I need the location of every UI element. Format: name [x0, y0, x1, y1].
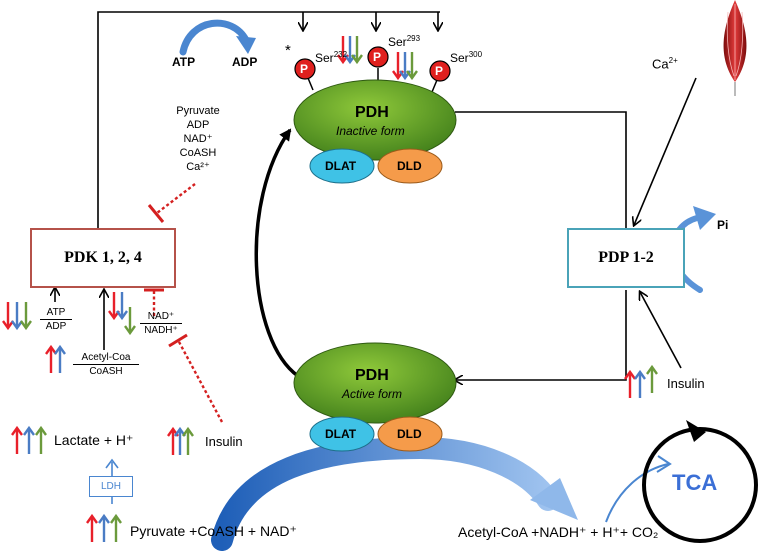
down-arrow-red: [2, 302, 14, 331]
up-arrow-blue: [54, 344, 66, 373]
atp-adp-arrowhead: [236, 36, 256, 54]
nad-nadh-ratio: NAD⁺NADH⁺: [140, 310, 182, 337]
pi-label: Pi: [717, 218, 729, 232]
phospho-label-232: P: [300, 62, 309, 76]
up-arrow-red: [624, 369, 636, 398]
inhibitor-adp: ADP: [186, 119, 210, 131]
dlat-active-ellipse: [309, 416, 375, 452]
ldh-box: LDH: [89, 476, 133, 497]
pdk-activation-arrows: [55, 288, 104, 350]
dld-inactive-ellipse: [377, 148, 443, 184]
ser293-label: Ser293: [388, 34, 421, 49]
up-arrow-blue: [634, 369, 646, 398]
down-arrow-green: [351, 36, 363, 65]
pdp-box: PDP 1-2: [567, 228, 685, 288]
up-arrow-green: [646, 364, 658, 393]
pdh-active-subtitle: Active form: [342, 387, 403, 401]
products-label: Acetyl-CoA +NADH⁺ + H⁺+ CO₂: [458, 524, 659, 540]
pdh-inactive-title: PDH: [355, 104, 389, 121]
products-to-tca-arrowhead: [656, 455, 672, 473]
pdp-label: PDP 1-2: [598, 249, 654, 266]
down-arrow-blue: [11, 302, 23, 331]
up-arrow-red: [11, 425, 23, 454]
lactate-label: Lactate + H⁺: [54, 432, 134, 448]
pdh-active-ellipse: [293, 342, 457, 424]
atp-adp-ratio-regulation: [2, 302, 32, 331]
up-arrow-blue: [23, 425, 35, 454]
dld-active-ellipse: [377, 416, 443, 452]
tca-circle-arrowhead: [686, 420, 706, 442]
inhibition-bars: [144, 204, 188, 348]
pdk-box: PDK 1, 2, 4: [30, 228, 176, 288]
products-to-tca-arrow: [605, 463, 669, 523]
down-arrow-red: [108, 292, 120, 321]
pdk-inhibition-lines: [152, 183, 224, 423]
down-arrow-green: [406, 52, 418, 81]
adp-top-label: ADP: [232, 55, 258, 69]
inhibitor-coash: CoASH: [179, 147, 217, 159]
nad-ratio-regulation: [108, 292, 136, 336]
activation-curved-arrow: [254, 128, 300, 378]
pdh-inactive-subtitle: Inactive form: [336, 124, 405, 138]
substrates-label: Pyruvate +CoASH + NAD⁺: [130, 523, 297, 539]
down-arrow-blue: [116, 292, 128, 321]
atp-top-label: ATP: [172, 55, 196, 69]
inhibitor-calcium: Ca²⁺: [186, 161, 210, 173]
insulin-right-label: Insulin: [667, 376, 705, 391]
substrate-regulation: [86, 513, 122, 542]
ser293-regulation: [392, 52, 418, 81]
inhibitor-pyruvate: Pyruvate: [176, 105, 220, 117]
muscle-icon: [723, 0, 747, 96]
up-arrow-green: [110, 513, 122, 542]
dlat-inactive-ellipse: [309, 148, 375, 184]
ser232-293-regulation: [337, 36, 363, 65]
phospho-label-300: P: [435, 64, 444, 78]
inhibitor-nad: NAD⁺: [183, 133, 213, 145]
pdp-dephosphorylation-lines: [455, 77, 697, 380]
up-arrow-red: [86, 513, 98, 542]
ser232-label: Ser232: [315, 50, 348, 65]
dlat-active-label: DLAT: [325, 427, 357, 441]
lactate-regulation: [11, 425, 47, 454]
atp-adp-curved-arrow: [179, 19, 250, 56]
dlat-inactive-label: DLAT: [325, 159, 357, 173]
insulin-left-regulation: [167, 426, 194, 455]
regulation-arrows: [2, 36, 658, 542]
pdk-label: PDK 1, 2, 4: [64, 249, 142, 266]
up-arrow-blue: [98, 513, 110, 542]
up-arrow-blue: [174, 426, 186, 455]
insulin-right-regulation: [624, 364, 658, 398]
asterisk: *: [285, 42, 291, 59]
tca-label: TCA: [672, 470, 718, 495]
acetyl-ratio-regulation: [45, 344, 66, 373]
pdk-phosphorylation-lines: [97, 11, 440, 228]
dld-active-label: DLD: [397, 427, 422, 441]
pi-arrowhead: [693, 206, 716, 230]
phosphate-circles: [294, 46, 451, 82]
ser300-label: Ser300: [450, 50, 483, 65]
up-arrow-green: [182, 426, 194, 455]
dld-inactive-label: DLD: [397, 159, 422, 173]
pdh-active-title: PDH: [355, 367, 389, 384]
up-arrow-green: [35, 425, 47, 454]
pdk-inhibitor-list: Pyruvate ADP NAD⁺ CoASH Ca²⁺: [168, 104, 228, 174]
phospho-label-293: P: [373, 50, 382, 64]
pdh-inactive-ellipse: [293, 79, 457, 161]
down-arrow-green: [124, 307, 136, 336]
reaction-flow-arrowhead: [530, 478, 578, 520]
up-arrow-red: [45, 344, 57, 373]
insulin-left-label: Insulin: [205, 434, 243, 449]
down-arrow-green: [20, 302, 32, 331]
calcium-label: Ca2+: [652, 56, 678, 72]
ldh-label: LDH: [100, 481, 121, 492]
